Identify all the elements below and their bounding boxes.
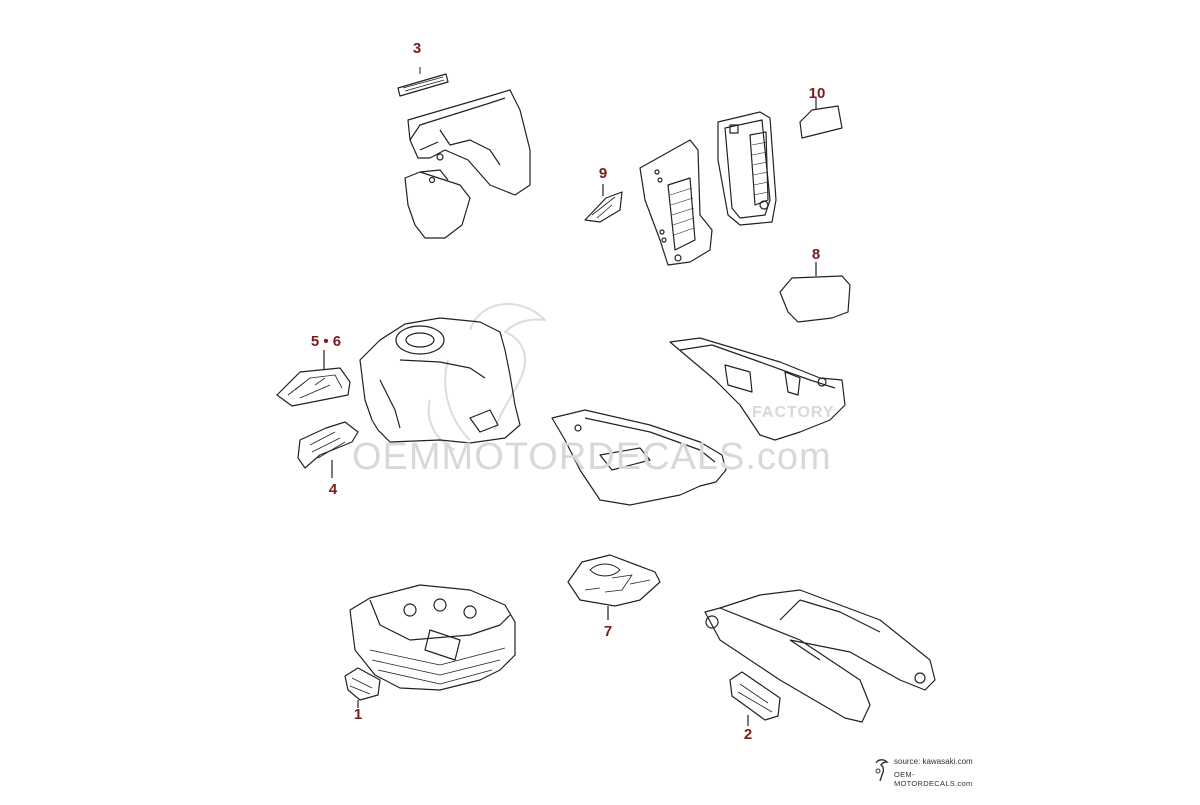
footer-credit: source: kawasaki.com OEM-MOTORDECALS.com [872, 757, 992, 788]
watermark-badge: FACTORY [752, 404, 835, 421]
callout-10: 10 [808, 85, 826, 102]
cylinder-head [349, 584, 516, 691]
decal-7-side-cover [567, 554, 661, 620]
callout-8: 8 [811, 246, 821, 263]
radiator-shroud-left [639, 139, 713, 266]
decal-3-fork-emblem [397, 67, 449, 97]
callout-7: 7 [603, 623, 613, 640]
swingarm [704, 589, 936, 723]
fuel-tank [359, 317, 521, 444]
headlight-cowl [404, 89, 531, 239]
watermark-bird-icon [427, 303, 546, 451]
decal-10-shroud [799, 98, 843, 139]
decal-5-6-tank [276, 350, 351, 407]
radiator-shroud-right [717, 111, 777, 226]
footer-brand: OEM-MOTORDECALS.com [894, 770, 973, 788]
callout-3: 3 [412, 40, 422, 57]
callout-1: 1 [353, 706, 363, 723]
decal-9-shroud-left [584, 184, 623, 223]
decal-4-tank [297, 421, 359, 478]
watermark-text: OEMMOTORDECALS.com [352, 436, 832, 478]
decal-8-side [779, 262, 851, 323]
footer-source: source: kawasaki.com [894, 757, 973, 766]
decal-2-swingarm [729, 671, 781, 726]
callout-4: 4 [328, 481, 338, 498]
bird-logo-icon [875, 759, 889, 782]
decal-1-engine [344, 667, 381, 708]
callout-2: 2 [743, 726, 753, 743]
callout-9: 9 [598, 165, 608, 182]
side-cover-left [551, 409, 727, 506]
side-cover-right [669, 337, 846, 441]
callout-5-6: 5 • 6 [310, 333, 342, 350]
